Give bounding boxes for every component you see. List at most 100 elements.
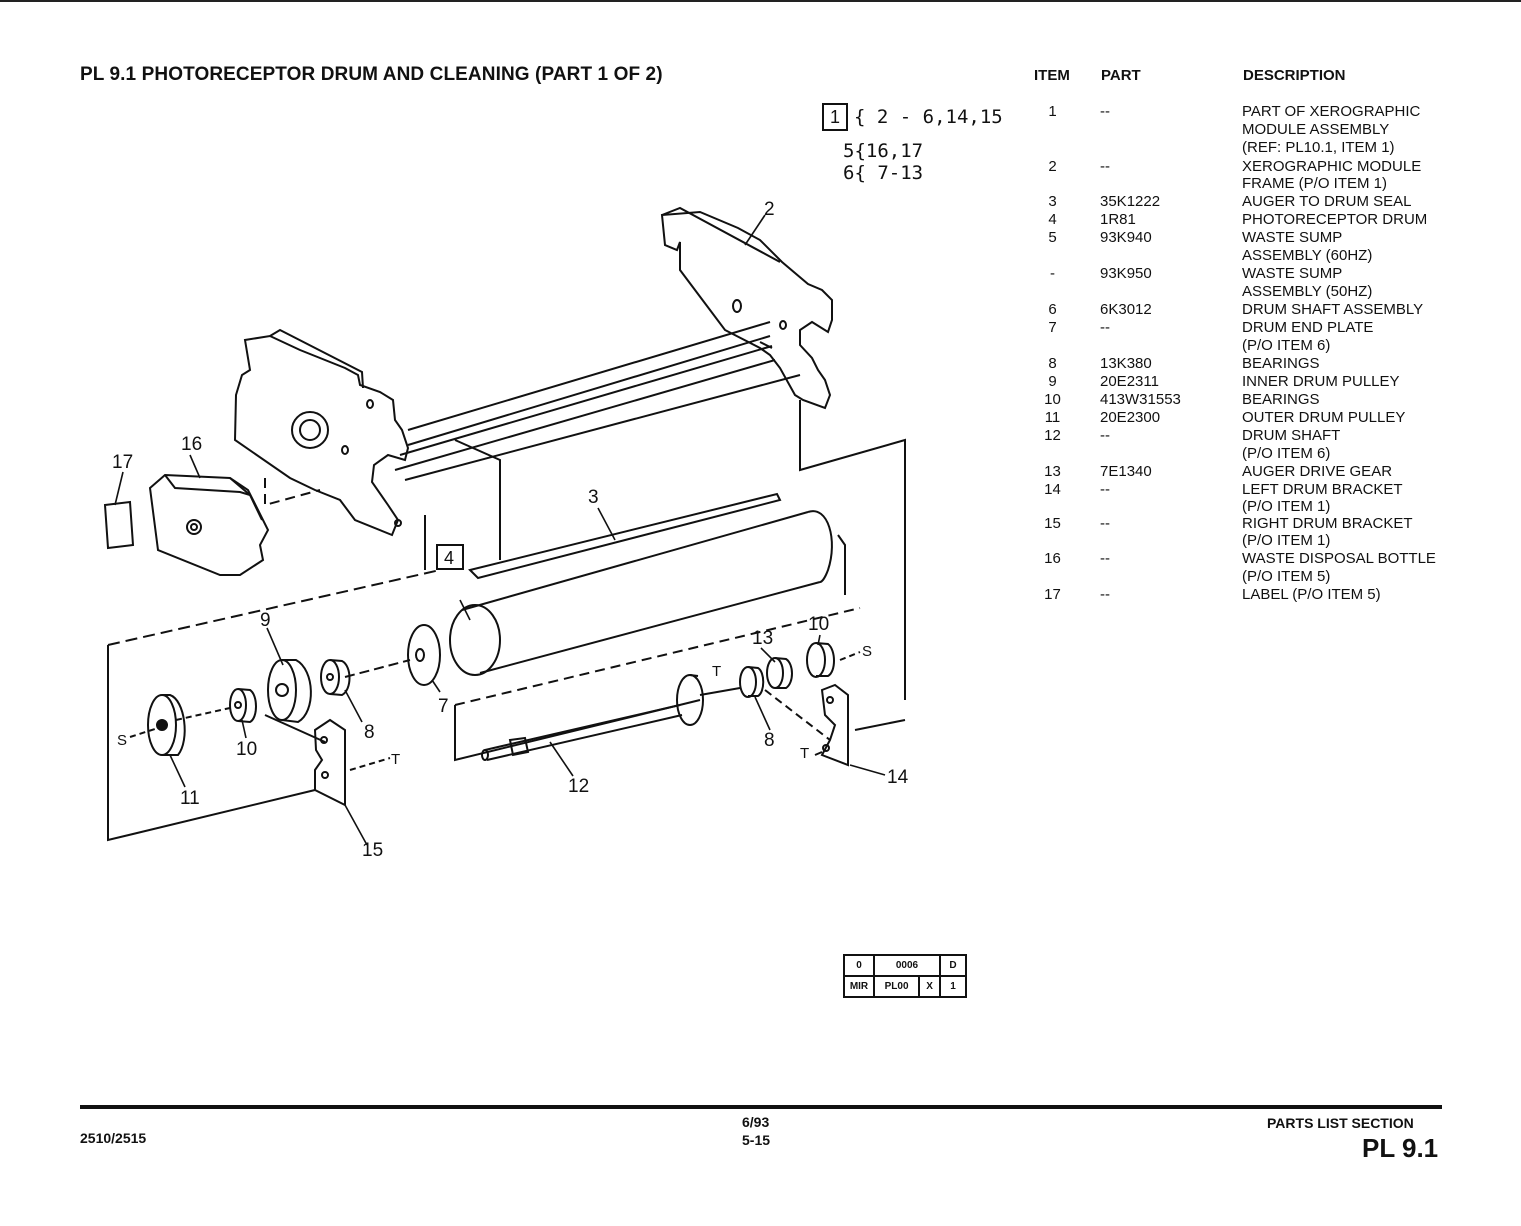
label-13: 13 (752, 628, 773, 649)
table-row: 5 93K940 WASTE SUMP (1030, 229, 1470, 247)
description-line: DRUM SHAFT (1242, 427, 1341, 444)
code-cell: 1 (939, 975, 967, 998)
bottle-guide (264, 478, 321, 507)
label-2: 2 (764, 199, 775, 220)
table-row: 7 -- DRUM END PLATE (1030, 319, 1470, 337)
item-number: 1 (1048, 103, 1057, 120)
label-8-right: 8 (764, 730, 775, 751)
item-box-1: 1 (822, 103, 849, 131)
column-header-description: DESCRIPTION (1243, 67, 1346, 84)
inner-drum-pulley (267, 659, 312, 724)
outer-drum-pulley (147, 694, 186, 756)
part-number: 13K380 (1100, 355, 1152, 372)
part-number: -- (1100, 103, 1110, 120)
axis-line (349, 757, 391, 771)
axis-letter-s-right: S (862, 643, 872, 660)
waste-bottle (148, 473, 270, 576)
bearing-8-right (739, 666, 765, 698)
item-number: 15 (1044, 515, 1061, 532)
frame-right-plate (660, 206, 833, 410)
part-number: 20E2311 (1100, 373, 1159, 390)
table-row: 10 413W31553 BEARINGS (1030, 391, 1470, 409)
item-labels: 2 3 16 17 9 7 8 10 11 12 8 13 10 14 15 (112, 199, 909, 861)
table-row-continuation: FRAME (P/O ITEM 1) (1030, 175, 1470, 193)
description-line: (REF: PL10.1, ITEM 1) (1242, 139, 1395, 156)
bracket-hole (321, 771, 329, 779)
bracket-hole (822, 744, 830, 752)
table-row: 12 -- DRUM SHAFT (1030, 427, 1470, 445)
part-number: 93K950 (1100, 265, 1152, 282)
label-17: 17 (112, 452, 133, 473)
footer-section: PARTS LIST SECTION (1267, 1115, 1414, 1131)
description-line: (P/O ITEM 1) (1242, 532, 1331, 549)
table-row: 13 7E1340 AUGER DRIVE GEAR (1030, 463, 1470, 481)
table-row-continuation: ASSEMBLY (50HZ) (1030, 283, 1470, 301)
table-row-continuation: (P/O ITEM 6) (1030, 337, 1470, 355)
axis-letter-s-left: S (117, 732, 127, 749)
frame-outline-right (799, 400, 906, 700)
description-line: ASSEMBLY (60HZ) (1242, 247, 1373, 264)
part-number: -- (1100, 481, 1110, 498)
description-line: (P/O ITEM 6) (1242, 445, 1331, 462)
label-7: 7 (438, 696, 449, 717)
description-line: RIGHT DRUM BRACKET (1242, 515, 1413, 532)
document-code-table: 0 0006 D MIR PL00 X 1 (843, 954, 967, 998)
table-row-continuation: MODULE ASSEMBLY (1030, 121, 1470, 139)
guide-line (107, 645, 316, 842)
code-cell: 0 (843, 954, 875, 977)
table-row-continuation: (REF: PL10.1, ITEM 1) (1030, 139, 1470, 157)
item-number: 17 (1044, 586, 1061, 603)
footer-date: 6/93 (742, 1114, 770, 1130)
table-row-continuation: ASSEMBLY (60HZ) (1030, 247, 1470, 265)
group-callout-1-text: { 2 - 6,14,15 (854, 106, 1003, 128)
code-cell: PL00 (872, 975, 921, 998)
item-number: 13 (1044, 463, 1061, 480)
guide-line (837, 534, 846, 595)
item-number: 2 (1048, 158, 1057, 175)
part-number: 6K3012 (1100, 301, 1152, 318)
part-number: 413W31553 (1100, 391, 1181, 408)
description-line: BEARINGS (1242, 355, 1320, 372)
group-callout-5: 5{16,17 (843, 140, 924, 162)
table-row: 8 13K380 BEARINGS (1030, 355, 1470, 373)
guide-line (107, 569, 441, 646)
code-cell: D (939, 954, 967, 977)
photoreceptor-drum (449, 510, 833, 676)
description-line: OUTER DRUM PULLEY (1242, 409, 1406, 426)
label-3: 3 (588, 487, 599, 508)
guide-line (454, 607, 861, 706)
bracket-guide (764, 689, 831, 741)
group-callout-1: 1{ 2 - 6,14,15 (822, 103, 1003, 131)
table-row: 17 -- LABEL (P/O ITEM 5) (1030, 586, 1470, 604)
label-12: 12 (568, 776, 589, 797)
guide-line (854, 719, 906, 731)
label-16: 16 (181, 434, 202, 455)
item-number: 16 (1044, 550, 1061, 567)
item-number: 5 (1048, 229, 1057, 246)
description-line: DRUM END PLATE (1242, 319, 1374, 336)
description-line: INNER DRUM PULLEY (1242, 373, 1400, 390)
description-line: ASSEMBLY (50HZ) (1242, 283, 1373, 300)
table-row: 4 1R81 PHOTORECEPTOR DRUM (1030, 211, 1470, 229)
part-number: 93K940 (1100, 229, 1152, 246)
part-number: 35K1222 (1100, 193, 1161, 210)
item-number: - (1050, 265, 1055, 282)
table-row-continuation: (P/O ITEM 1) (1030, 532, 1470, 550)
auger-seal (468, 492, 782, 580)
label-14: 14 (887, 767, 909, 788)
code-cell: X (918, 975, 941, 998)
description-line: PART OF XEROGRAPHIC (1242, 103, 1421, 120)
table-row: 9 20E2311 INNER DRUM PULLEY (1030, 373, 1470, 391)
description-line: (P/O ITEM 1) (1242, 498, 1331, 515)
label-sticker (103, 500, 135, 550)
axis-line (129, 727, 159, 738)
label-10-left: 10 (236, 739, 257, 760)
leader-lines (114, 214, 886, 846)
footer-pl-number: PL 9.1 (1362, 1133, 1439, 1163)
group-callout-6: 6{ 7-13 (843, 162, 924, 184)
axis-letter-t-left: T (391, 751, 400, 768)
frame-outline-center (454, 439, 501, 560)
drum-shaft (481, 674, 741, 761)
table-row-continuation: (P/O ITEM 5) (1030, 568, 1470, 586)
column-header-part: PART (1101, 67, 1141, 84)
